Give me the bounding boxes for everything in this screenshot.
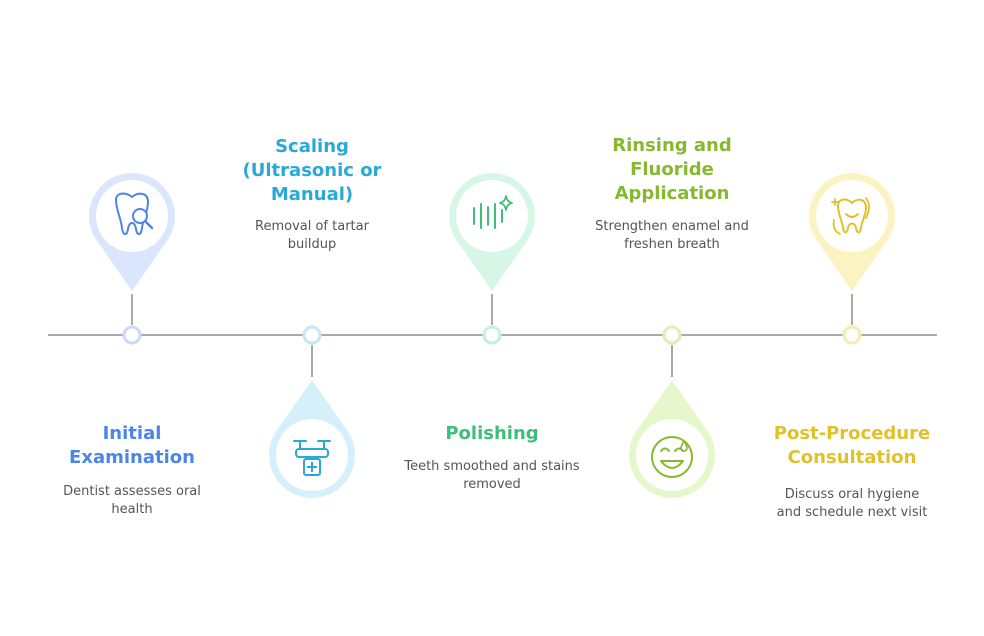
step-2-pin-center [276,419,348,491]
sparkle-polish-icon [473,195,513,229]
step-4-pin-center [636,419,708,491]
step-1-node [122,325,142,345]
step-5-description: Discuss oral hygiene and schedule next v… [776,487,928,520]
step-4-title: Rinsing and Fluoride Application [612,135,732,204]
tooth-magnifier-icon [115,192,154,236]
step-5-node [842,325,862,345]
step-4-description: Strengthen enamel and freshen breath [595,219,749,252]
dental-drone-icon [293,440,331,476]
step-3-node [482,325,502,345]
step-5-title: Post-Procedure Consultation [773,423,931,468]
step-1-title: Initial Examination [69,423,195,468]
step-3-pin-center [456,180,528,252]
step-2-title: Scaling (Ultrasonic or Manual) [242,136,382,205]
happy-tooth-icon [831,197,870,235]
step-2-description: Removal of tartar buildup [255,219,369,252]
smiley-droplet-icon [651,436,693,478]
step-3-title: Polishing [445,423,539,444]
step-3-description: Teeth smoothed and stains removed [404,459,580,492]
step-2-node [302,325,322,345]
step-4-node [662,325,682,345]
step-1-description: Dentist assesses oral health [63,484,201,517]
